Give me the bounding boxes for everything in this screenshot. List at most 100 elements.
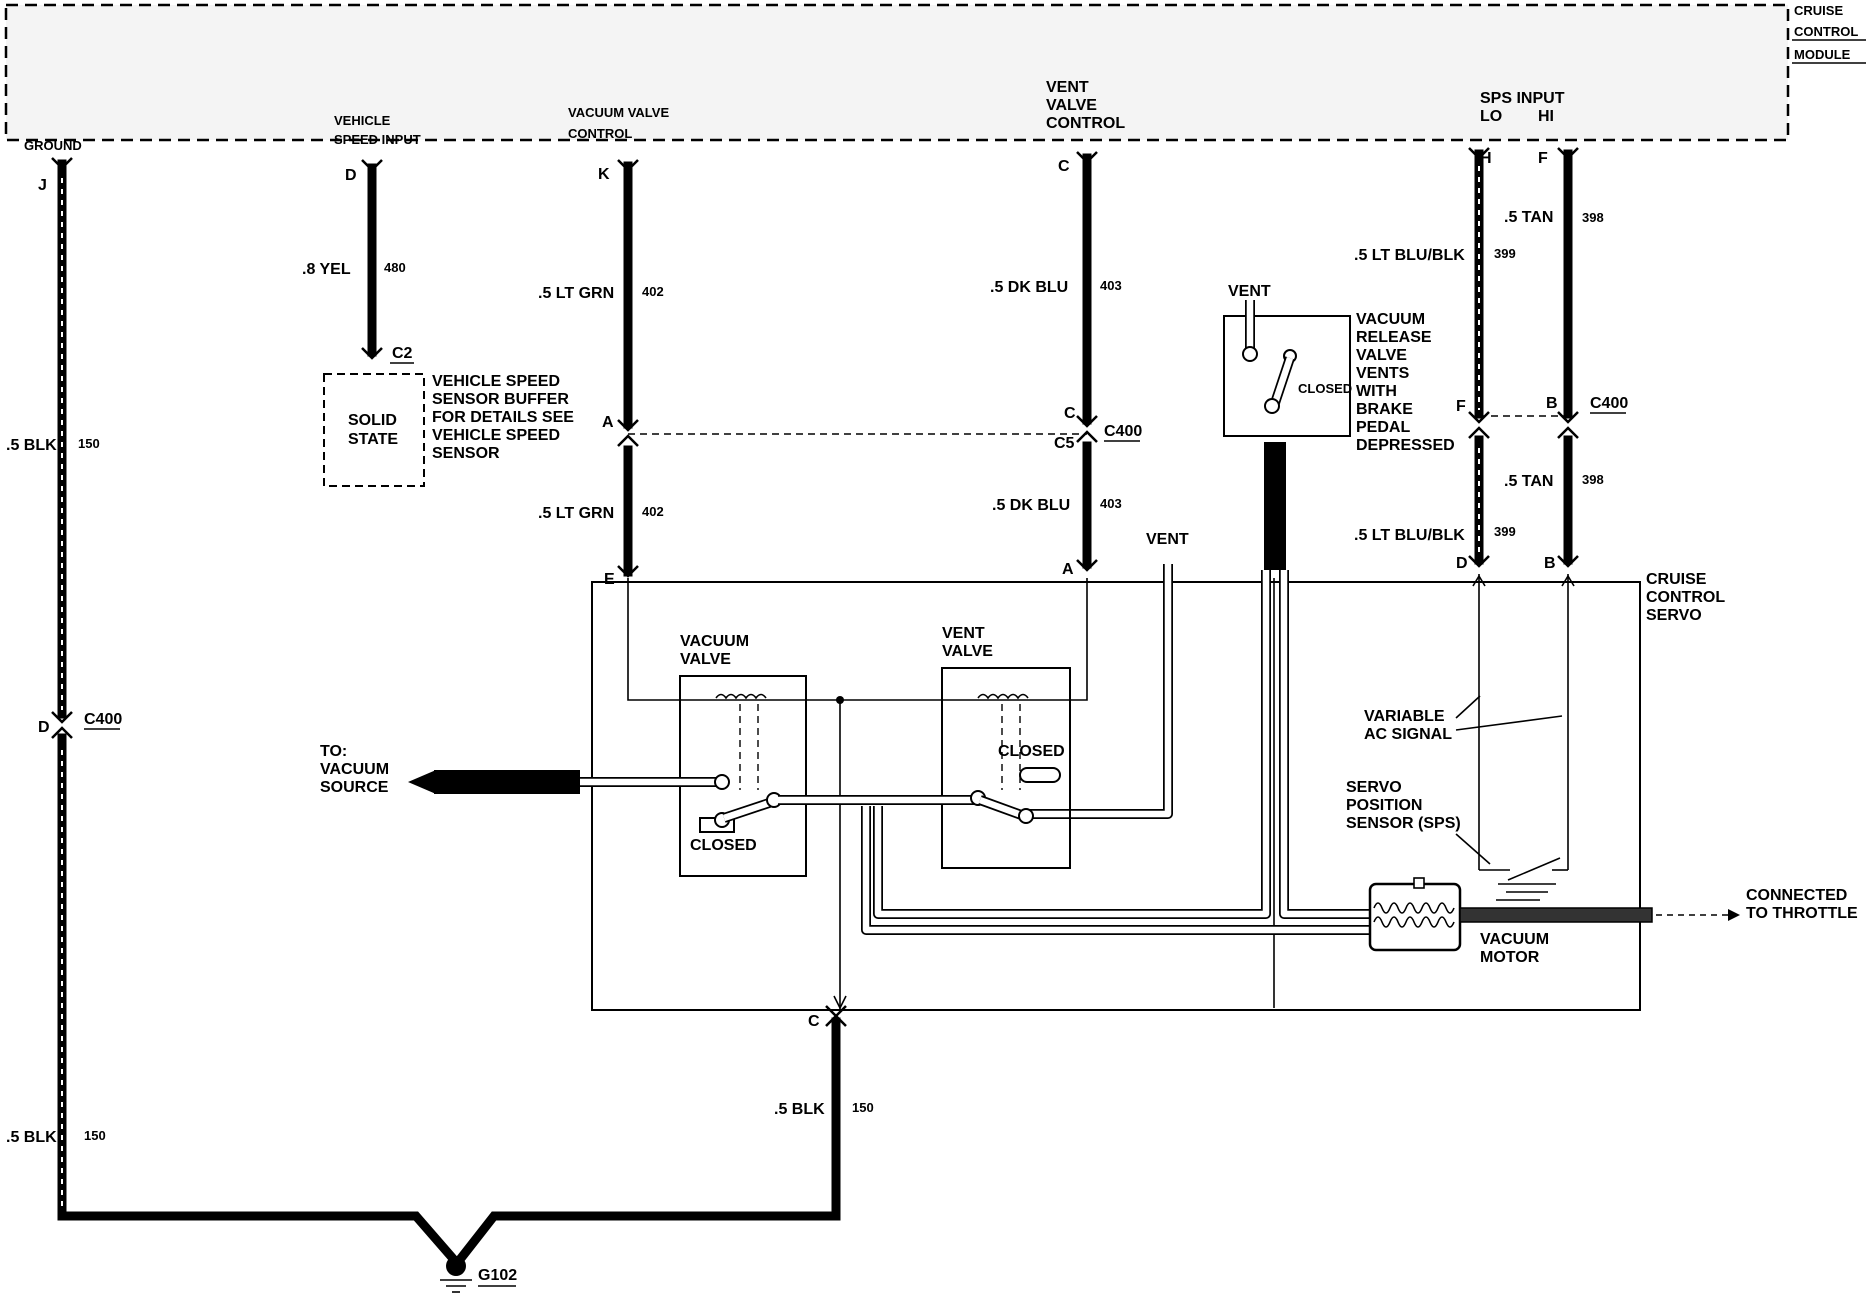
vacuum-motor-label-2: MOTOR xyxy=(1480,949,1540,966)
release-closed-label: CLOSED xyxy=(1298,381,1352,396)
release-note-1: VACUUM xyxy=(1356,311,1425,328)
ground-g102: G102 xyxy=(440,1256,517,1293)
c400-pin-c: C xyxy=(1064,405,1076,422)
wire-dkblu-gauge-upper: .5 DK BLU xyxy=(990,279,1068,296)
wire-blk-circuit-right: 150 xyxy=(852,1100,874,1115)
servo-position-sensor: VARIABLE AC SIGNAL SERVO POSITION SENSOR… xyxy=(1346,574,1575,901)
cruise-control-servo: CRUISE CONTROL SERVO E A D B C xyxy=(591,555,1725,1030)
vent-valve-label-1: VENT xyxy=(942,625,985,642)
terminal-sps-title: SPS INPUT xyxy=(1480,90,1565,107)
servo-pin-a: A xyxy=(1062,561,1074,578)
terminal-sps-lo: LO xyxy=(1480,108,1502,125)
buffer-note-2: SENSOR BUFFER xyxy=(432,391,569,408)
release-vent-label: VENT xyxy=(1228,283,1271,300)
vent-top-label: VENT xyxy=(1146,531,1189,548)
vacuum-source-hose: TO: VACUUM SOURCE xyxy=(320,743,1034,833)
wire-ltblublk-circuit-lower: 399 xyxy=(1494,524,1516,539)
release-note-8: DEPRESSED xyxy=(1356,437,1455,454)
sps-label-2: POSITION xyxy=(1346,797,1422,814)
cruise-control-module: CRUISE CONTROL MODULE GROUND VEHICLE SPE… xyxy=(4,3,1866,153)
release-note-4: VENTS xyxy=(1356,365,1410,382)
vacuum-release-valve: VENT CLOSED VACUUM RELEASE VALVE VENTS W… xyxy=(1223,283,1455,454)
vacuum-motor-label-1: VACUUM xyxy=(1480,931,1549,948)
module-name-line2: CONTROL xyxy=(1794,24,1858,39)
to-vacuum-line3: SOURCE xyxy=(320,779,389,796)
c400-pin-f: F xyxy=(1456,398,1466,415)
wire-dkblu-gauge-lower: .5 DK BLU xyxy=(992,497,1070,514)
vent-valve-closed: CLOSED xyxy=(998,743,1065,760)
c400-pin-d-ground: D xyxy=(38,719,50,736)
vent-valve-label-2: VALVE xyxy=(942,643,993,660)
wire-tan-gauge-lower: .5 TAN xyxy=(1504,473,1553,490)
wire-ltgrn-circuit-lower: 402 xyxy=(642,504,664,519)
module-name-line1: CRUISE xyxy=(1794,3,1843,18)
module-name-line3: MODULE xyxy=(1794,47,1851,62)
servo-label-3: SERVO xyxy=(1646,607,1702,624)
release-note-3: VALVE xyxy=(1356,347,1407,364)
vacuum-valve: VACUUM VALVE CLOSED xyxy=(679,633,807,877)
servo-pin-c: C xyxy=(808,1013,820,1030)
terminal-vent-label-3: CONTROL xyxy=(1046,115,1125,132)
release-note-7: PEDAL xyxy=(1356,419,1410,436)
pin-f-top: F xyxy=(1538,150,1548,167)
terminal-ground-label: GROUND xyxy=(24,138,82,153)
vacuum-valve-label-1: VACUUM xyxy=(680,633,749,650)
c2-label: C2 xyxy=(392,345,413,362)
pin-c-vent: C xyxy=(1058,158,1070,175)
wire-blk-gauge-right: .5 BLK xyxy=(774,1101,825,1118)
connector-c400: A C C5 C400 F B C400 D C400 xyxy=(38,395,1628,736)
buffer-note-5: SENSOR xyxy=(432,445,500,462)
terminal-vent-label-1: VENT xyxy=(1046,79,1089,96)
buffer-note-3: FOR DETAILS SEE xyxy=(432,409,574,426)
wire-blk-circuit-upper: 150 xyxy=(78,436,100,451)
to-vacuum-line1: TO: xyxy=(320,743,347,760)
module-pins: J D K C H F xyxy=(38,150,1548,194)
c400-label-right: C400 xyxy=(1590,395,1628,412)
c400-label-ground: C400 xyxy=(84,711,122,728)
release-note-6: BRAKE xyxy=(1356,401,1413,418)
c400-pin-a: A xyxy=(602,414,614,431)
release-note-5: WITH xyxy=(1356,383,1397,400)
vss-buffer: C2 SOLID STATE VEHICLE SPEED SENSOR BUFF… xyxy=(323,345,574,487)
wire-ltblublk-gauge-upper: .5 LT BLU/BLK xyxy=(1354,247,1465,264)
terminal-vss-label-1: VEHICLE xyxy=(334,113,391,128)
wire-ground-to-g102 xyxy=(57,1211,463,1269)
terminal-vss-label-2: SPEED INPUT xyxy=(334,132,421,147)
throttle-label-2: TO THROTTLE xyxy=(1746,905,1858,922)
solid-state-line1: SOLID xyxy=(348,412,397,429)
vacuum-motor: VACUUM MOTOR CONNECTED TO THROTTLE xyxy=(1368,877,1858,966)
wire-tan-circuit-upper: 398 xyxy=(1582,210,1604,225)
pin-d-vss: D xyxy=(345,167,357,184)
terminal-vacuum-label-1: VACUUM VALVE xyxy=(568,105,669,120)
to-vacuum-line2: VACUUM xyxy=(320,761,389,778)
buffer-note-1: VEHICLE SPEED xyxy=(432,373,560,390)
wire-labels: .8 YEL 480 .5 LT GRN 402 .5 LT GRN 402 .… xyxy=(6,209,1604,1146)
wire-tan-gauge-upper: .5 TAN xyxy=(1504,209,1553,226)
terminal-chevrons xyxy=(51,147,1579,1027)
wires xyxy=(57,149,1573,1269)
servo-pin-e: E xyxy=(604,571,615,588)
ac-signal-line1: VARIABLE xyxy=(1364,708,1445,725)
pin-k: K xyxy=(598,166,610,183)
wire-yel-gauge: .8 YEL xyxy=(302,261,351,278)
terminal-vent-label-2: VALVE xyxy=(1046,97,1097,114)
wire-dkblu-circuit-lower: 403 xyxy=(1100,496,1122,511)
wire-ltgrn-gauge-lower: .5 LT GRN xyxy=(538,505,614,522)
throttle-label-1: CONNECTED xyxy=(1746,887,1847,904)
wire-dkblu-circuit-upper: 403 xyxy=(1100,278,1122,293)
wire-blk-gauge-lower: .5 BLK xyxy=(6,1129,57,1146)
wire-blk-gauge-upper: .5 BLK xyxy=(6,437,57,454)
wire-tan-circuit-lower: 398 xyxy=(1582,472,1604,487)
servo-label-1: CRUISE xyxy=(1646,571,1707,588)
wire-ltblublk-gauge-lower: .5 LT BLU/BLK xyxy=(1354,527,1465,544)
solenoid-circuit xyxy=(627,578,1088,1010)
wire-ltgrn-circuit-upper: 402 xyxy=(642,284,664,299)
g102-label: G102 xyxy=(478,1267,517,1284)
ac-signal-line2: AC SIGNAL xyxy=(1364,726,1452,743)
pin-j: J xyxy=(38,177,47,194)
vacuum-valve-label-2: VALVE xyxy=(680,651,731,668)
c400-pin-b: B xyxy=(1546,395,1558,412)
servo-pin-b: B xyxy=(1544,555,1556,572)
wire-ltgrn-gauge-upper: .5 LT GRN xyxy=(538,285,614,302)
c400-label-center: C400 xyxy=(1104,423,1142,440)
